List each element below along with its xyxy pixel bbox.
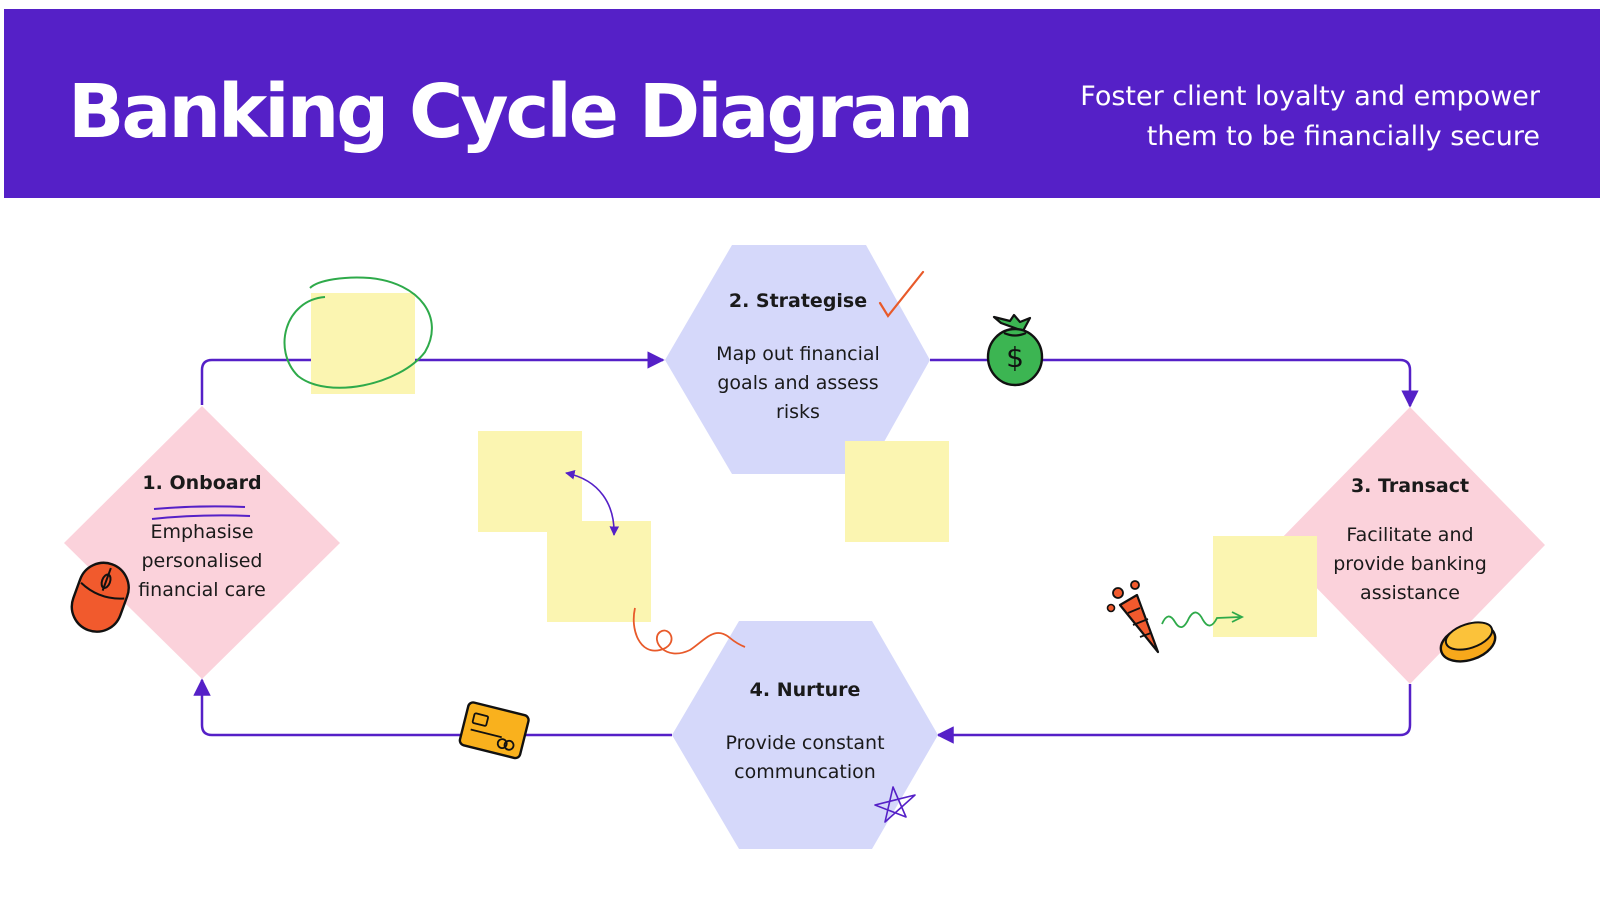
credit-card-icon bbox=[458, 701, 530, 760]
page-title: Banking Cycle Diagram bbox=[68, 69, 974, 155]
step-title: 1. Onboard bbox=[142, 472, 262, 494]
sticky-note bbox=[845, 441, 949, 542]
step-title: 2. Strategise bbox=[728, 290, 868, 312]
step-onboard: 1. Onboard Emphasise personalised financ… bbox=[102, 472, 302, 605]
connector-nurture-to-onboard bbox=[193, 678, 672, 737]
step-description: Emphasise personalised financial care bbox=[138, 521, 266, 601]
transact-diamond bbox=[1275, 407, 1545, 684]
step-title: 4. Nurture bbox=[749, 679, 861, 701]
curved-double-arrow-doodle bbox=[565, 470, 620, 536]
step-strategise: 2. Strategise Map out financial goals an… bbox=[698, 290, 898, 427]
star-doodle bbox=[874, 786, 916, 823]
connector-onboard-to-strategise bbox=[200, 351, 665, 405]
step-description: Provide constant communcation bbox=[725, 732, 885, 783]
sticky-notes bbox=[311, 293, 1317, 637]
sticky-note bbox=[1213, 536, 1317, 637]
page-subtitle: Foster client loyalty and empower them t… bbox=[1080, 81, 1540, 152]
svg-text:$: $ bbox=[1006, 341, 1024, 374]
sticky-note bbox=[478, 431, 582, 532]
sticky-note bbox=[547, 521, 651, 622]
connector-transact-to-nurture bbox=[936, 684, 1412, 744]
computer-mouse-icon bbox=[70, 561, 130, 633]
step-nurture: 4. Nurture Provide constant communcation bbox=[690, 679, 920, 787]
green-arrowhead bbox=[1231, 611, 1245, 623]
green-circle-doodle bbox=[283, 276, 433, 389]
sticky-note bbox=[311, 293, 415, 394]
header-banner: Banking Cycle Diagram Foster client loya… bbox=[4, 9, 1600, 198]
green-wave-arrow-doodle bbox=[1161, 611, 1241, 628]
onboard-diamond bbox=[64, 406, 340, 679]
party-popper-icon bbox=[1106, 580, 1160, 654]
double-underline-doodle bbox=[151, 505, 251, 520]
nurture-hexagon bbox=[672, 621, 938, 849]
step-transact: 3. Transact Facilitate and provide banki… bbox=[1310, 475, 1510, 608]
step-title: 3. Transact bbox=[1350, 475, 1470, 497]
squiggle-doodle bbox=[632, 607, 746, 655]
money-bag-icon: $ bbox=[986, 313, 1044, 387]
step-description: Map out financial goals and assess risks bbox=[716, 343, 880, 423]
step-description: Facilitate and provide banking assistanc… bbox=[1333, 524, 1487, 604]
gold-coin-icon bbox=[1439, 621, 1497, 663]
red-checkmark-icon bbox=[878, 270, 925, 318]
strategise-hexagon bbox=[665, 245, 930, 474]
connector-strategise-to-transact bbox=[930, 358, 1419, 408]
